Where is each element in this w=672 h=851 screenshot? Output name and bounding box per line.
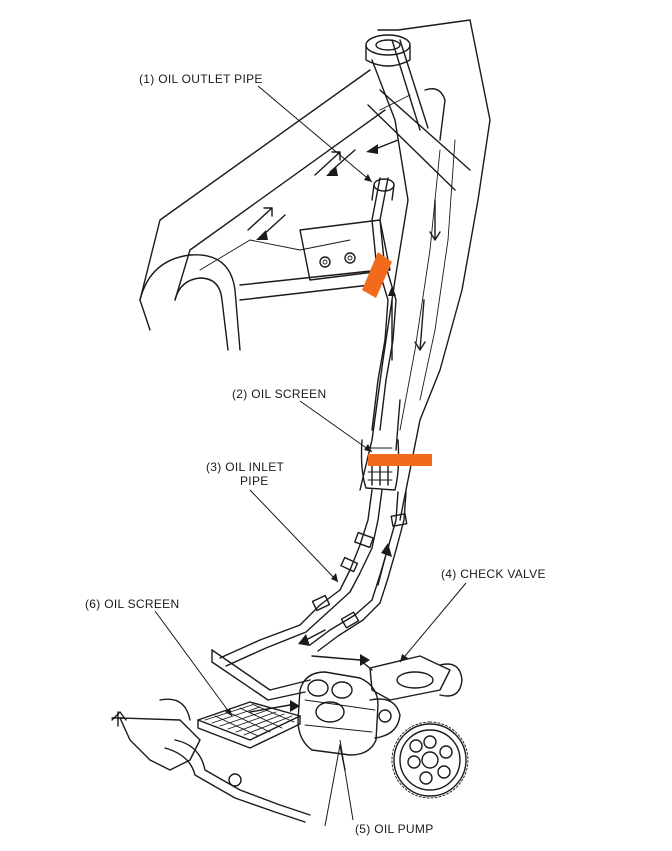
oil-screen-6-drawing — [197, 700, 301, 749]
flow-arrows-frame — [247, 139, 441, 351]
label-oil-screen-2: (2) OIL SCREEN — [232, 387, 327, 401]
leader-oil-pump — [339, 739, 354, 821]
frame-top-tube — [139, 69, 471, 301]
leader-oil-pump-2 — [324, 744, 341, 827]
pump-drive-gear — [391, 721, 469, 799]
leader-oil-screen-2 — [299, 400, 373, 453]
leader-oil-inlet-pipe — [249, 489, 339, 583]
oil-pump-drawing — [297, 671, 401, 771]
filler-cap — [365, 34, 446, 141]
callout-leaders — [154, 85, 467, 827]
leader-oil-outlet-pipe — [257, 85, 373, 183]
label-oil-inlet-pipe: (3) OIL INLET PIPE — [206, 460, 284, 488]
check-valve-drawing — [311, 654, 463, 701]
leader-check-valve — [399, 582, 467, 663]
label-oil-screen-6: (6) OIL SCREEN — [85, 597, 180, 611]
oil-hoses — [219, 489, 408, 667]
leader-oil-screen-6 — [154, 610, 233, 717]
label-oil-inlet-pipe-line1: (3) OIL INLET — [206, 460, 285, 474]
frame-gusset — [299, 219, 391, 281]
crankcase-parts — [111, 698, 311, 823]
label-oil-inlet-pipe-line2: PIPE — [240, 474, 269, 488]
highlight-mark-upper — [362, 252, 392, 298]
highlight-marks — [362, 252, 432, 466]
label-oil-outlet-pipe: (1) OIL OUTLET PIPE — [139, 72, 263, 86]
label-check-valve: (4) CHECK VALVE — [441, 567, 546, 581]
frame-lower-rail — [211, 649, 311, 701]
frame-rear-loop — [139, 239, 381, 351]
highlight-mark-lower — [368, 454, 432, 466]
label-oil-pump: (5) OIL PUMP — [355, 822, 434, 836]
